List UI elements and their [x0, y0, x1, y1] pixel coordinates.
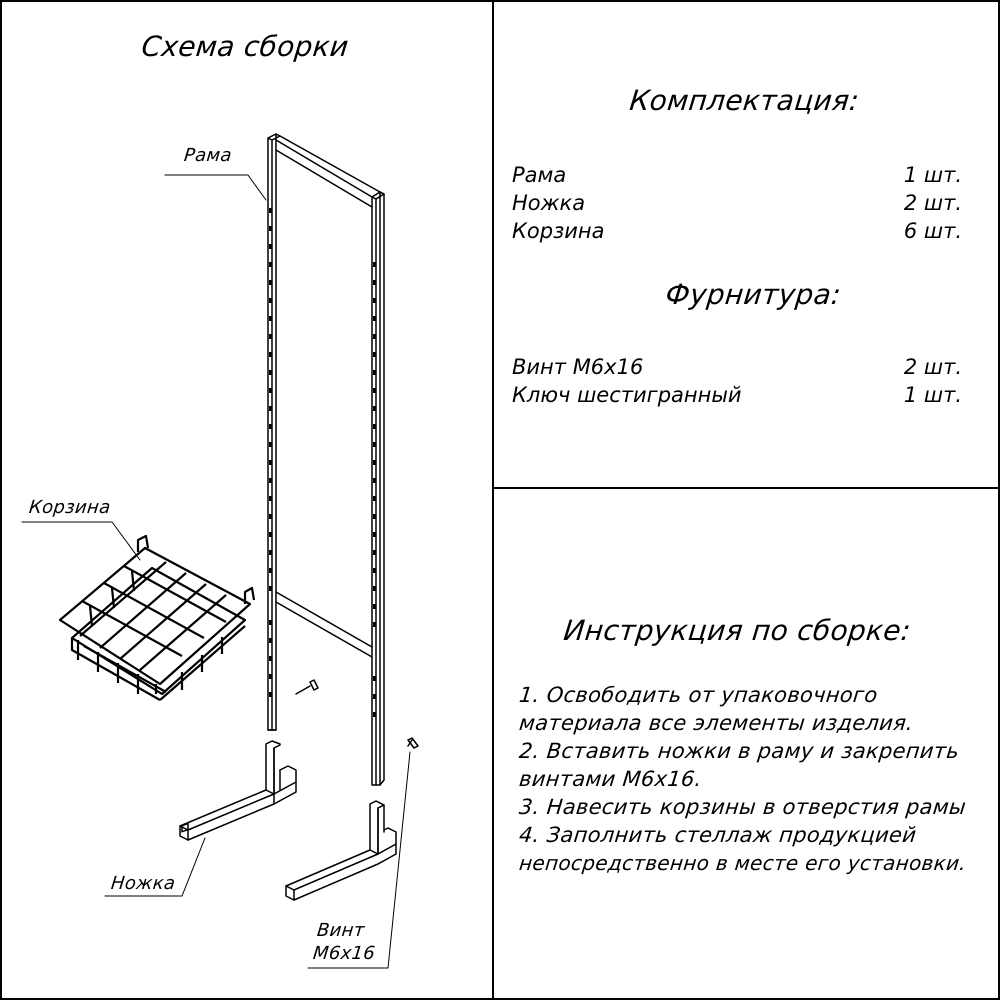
hardware-item-name: Ключ шестигранный — [512, 383, 742, 407]
vertical-divider — [492, 0, 494, 1000]
wire-basket — [58, 534, 256, 701]
kit-row: Рама 1 шт. — [512, 163, 962, 189]
instruction-line: 1. Освободить от упаковочного — [518, 683, 879, 707]
kit-row: Корзина 6 шт. — [512, 219, 962, 245]
kit-item-name: Ножка — [512, 191, 586, 215]
frame-top-crossbar — [275, 135, 381, 208]
leader-leg — [104, 837, 206, 897]
screw-right — [407, 737, 419, 749]
border-bottom — [0, 998, 1000, 1000]
leader-basket — [21, 521, 141, 561]
hardware-row: Ключ шестигранный 1 шт. — [512, 383, 962, 409]
hardware-item-qty: 2 шт. — [903, 355, 962, 379]
leader-screw — [307, 751, 411, 969]
callout-screw-name: Винт — [316, 920, 366, 941]
instruction-line: 4. Заполнить стеллаж продукцией — [518, 823, 918, 847]
kit-item-qty: 1 шт. — [903, 163, 962, 187]
callout-leg: Ножка — [110, 873, 177, 894]
hardware-item-qty: 1 шт. — [903, 383, 962, 407]
callout-basket: Корзина — [28, 497, 112, 518]
kit-heading: Комплектация: — [628, 84, 861, 117]
instruction-line: 2. Вставить ножки в раму и закрепить — [518, 739, 961, 763]
kit-item-name: Корзина — [512, 219, 605, 243]
border-top — [0, 0, 1000, 2]
hardware-item-name: Винт М6х16 — [512, 355, 644, 379]
kit-row: Ножка 2 шт. — [512, 191, 962, 217]
instruction-line: винтами М6х16. — [518, 767, 704, 791]
kit-item-name: Рама — [512, 163, 567, 187]
frame-holes — [269, 208, 376, 717]
frame-right-post — [371, 191, 385, 786]
border-left — [0, 0, 2, 1000]
frame-left-post — [267, 133, 281, 731]
kit-item-qty: 2 шт. — [903, 191, 962, 215]
frame-lower-crossbar — [275, 591, 373, 658]
instructions-heading: Инструкция по сборке: — [562, 614, 913, 647]
screw-left — [295, 679, 319, 695]
instruction-line: непосредственно в месте его установки. — [518, 851, 968, 875]
instruction-line: материала все элементы изделия. — [518, 711, 915, 735]
border-right — [998, 0, 1000, 1000]
callout-screw-size: М6х16 — [312, 943, 377, 964]
callout-frame: Рама — [183, 145, 233, 166]
left-leg — [179, 740, 297, 841]
hardware-heading: Фурнитура: — [664, 278, 843, 311]
instruction-line: 3. Навесить корзины в отверстия рамы — [518, 795, 968, 819]
leader-frame — [164, 174, 267, 201]
horizontal-divider — [492, 487, 1000, 489]
kit-item-qty: 6 шт. — [903, 219, 962, 243]
right-leg — [285, 800, 397, 901]
hardware-row: Винт М6х16 2 шт. — [512, 355, 962, 381]
